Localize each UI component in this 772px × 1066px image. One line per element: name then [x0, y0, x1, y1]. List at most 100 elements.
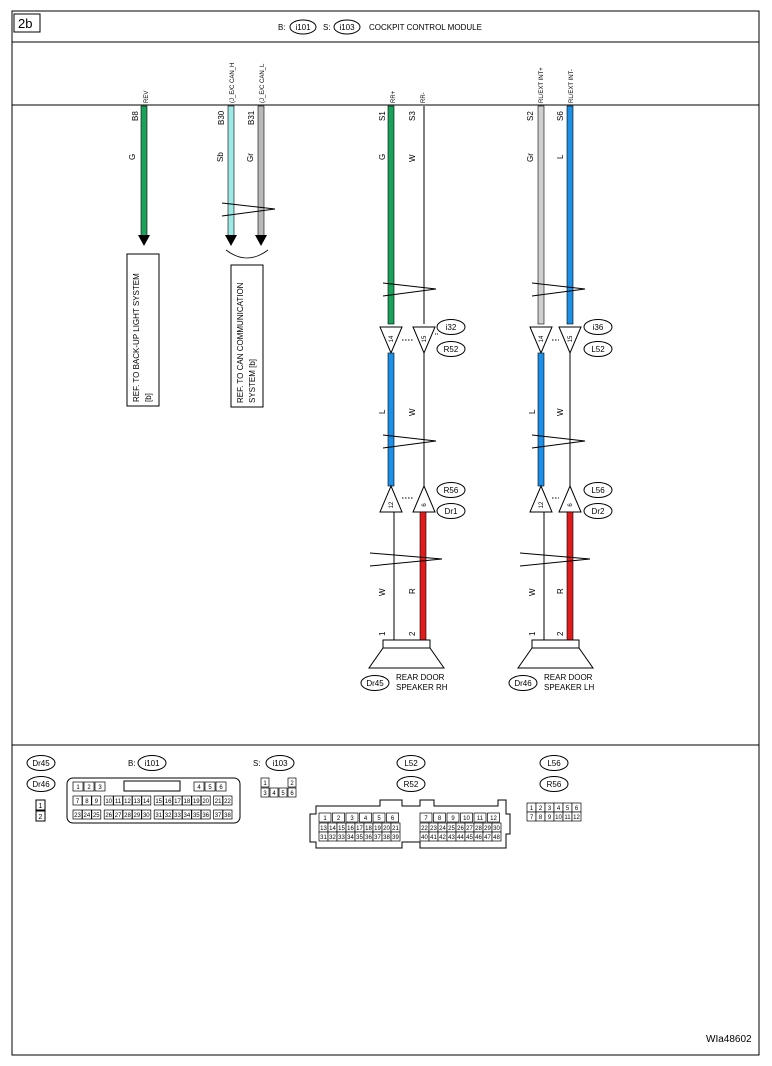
- b-pin-row3: 37: [215, 813, 222, 819]
- signal-rl-minus: RL/EXT INT-: [569, 69, 575, 103]
- sm-pin-row1: 2: [539, 806, 543, 812]
- color-s1: G: [378, 154, 387, 160]
- b-pin-row3: 26: [105, 813, 112, 819]
- b-pin-row2-cell: [132, 795, 142, 806]
- conn-big-b: R52: [404, 780, 419, 789]
- rh-spk-name-2: SPEAKER RH: [396, 683, 448, 692]
- b-pin-row1-cell: [204, 781, 216, 792]
- signal-rev: REV: [144, 91, 150, 103]
- big-r-pin-row1: 7: [424, 816, 428, 822]
- sm-pin-row1: 6: [575, 806, 579, 812]
- rh-mid-pin-1: 14: [389, 335, 395, 342]
- b-pin-row2-cell: [113, 795, 123, 806]
- conn-big-a-badge: [396, 755, 426, 771]
- rh-twist-1: [382, 282, 437, 297]
- lh-circuit: 14 15 i36 L52 L W 12 6 L56 Dr2 W R 1 2 D…: [508, 105, 613, 692]
- big-l-pin-row1: 6: [391, 816, 395, 822]
- big-r-pin-row1-cell: [473, 812, 487, 823]
- b-pin-row1-cell: [94, 781, 106, 792]
- b-pin-row2: 8: [85, 799, 89, 805]
- b-pin-row2: 22: [224, 799, 231, 805]
- s-pin-row2: 6: [290, 791, 294, 797]
- b-pin-row3-cell: [213, 809, 223, 820]
- big-l-pin-row3: 33: [338, 835, 345, 841]
- big-r-pin-row3: 41: [430, 835, 437, 841]
- s-pin-row2: 3: [263, 791, 267, 797]
- big-r-pin-row1-cell: [433, 812, 446, 823]
- big-l-pin-row1-cell: [345, 812, 359, 823]
- b-pin-row2: 10: [105, 799, 112, 805]
- lh-mid-conn-b: L52: [591, 345, 605, 354]
- lh-low-terminal-2: [558, 484, 582, 513]
- lh-mid-terminal-2: [558, 326, 582, 355]
- b-pin-row2: 9: [95, 799, 99, 805]
- big-l-pin-row3: 39: [392, 835, 399, 841]
- b-pin-row3-cell: [153, 809, 164, 820]
- s-pin-row2-cell: [287, 787, 297, 798]
- big-l-pin-row1-cell: [318, 812, 332, 823]
- b-pin-row1: 6: [219, 785, 223, 791]
- unit-name: COCKPIT CONTROL MODULE: [369, 23, 482, 32]
- lh-spk-pin-1: 1: [528, 631, 537, 636]
- lh-low-pin-1: 12: [539, 501, 545, 508]
- dr-pin-2: 2: [39, 814, 43, 821]
- wire-can-l: [255, 105, 267, 246]
- big-l-pin-row1-cell: [359, 812, 372, 823]
- big-r-pin-row2: 25: [448, 826, 455, 832]
- big-r-pin-row1-cell: [446, 812, 460, 823]
- big-l-pin-row2: 20: [383, 826, 390, 832]
- big-l-pin-row3: 35: [356, 835, 363, 841]
- pin-s1: S1: [378, 111, 387, 121]
- big-l-pin-row1-cell: [386, 812, 399, 823]
- big-r-pin-row2: 22: [421, 826, 428, 832]
- b-pin-row1-cell: [83, 781, 95, 792]
- b-pin-row2: 7: [76, 799, 80, 805]
- color-s2: Gr: [526, 153, 535, 162]
- big-r-pin-row3-cell: [491, 831, 502, 842]
- b-pin-row2: 20: [202, 799, 209, 805]
- big-r-pin-row1: 12: [490, 816, 497, 822]
- wire-can-h: [225, 105, 237, 246]
- lh-low-conn-b: Dr2: [592, 507, 605, 516]
- conn-b-badge: [137, 755, 167, 771]
- conn-sm-b-badge: [539, 776, 569, 792]
- sm-pin-row1: 1: [530, 806, 534, 812]
- big-l-pin-row3-cell: [390, 831, 401, 842]
- b-pin-row2-cell: [153, 795, 164, 806]
- conn-dr-a-badge: [26, 755, 56, 771]
- color-b8: G: [128, 154, 137, 160]
- conn-sm-a-badge: [539, 755, 569, 771]
- b-pin-row3: 27: [115, 813, 122, 819]
- big-l-pin-row2: 14: [329, 826, 336, 832]
- big-r-pin-row2: 27: [466, 826, 473, 832]
- b-pin-row3: 28: [124, 813, 131, 819]
- rh-mid-color-2: W: [408, 408, 417, 416]
- lh-spk-conn: Dr46: [514, 679, 532, 688]
- conn-big-a: L52: [404, 759, 418, 768]
- big-l-pin-row1: 3: [350, 816, 354, 822]
- big-l-pin-row1: 4: [364, 816, 368, 822]
- big-r-pin-row3: 40: [421, 835, 428, 841]
- b-pin-row3-cell: [113, 809, 123, 820]
- rh-low-terminal-1: [379, 484, 403, 513]
- lh-low-conn-b-badge: [583, 503, 613, 519]
- conn-b-key: [123, 780, 181, 792]
- rh-spk-conn-badge: [360, 675, 390, 691]
- b-pin-row3-cell: [222, 809, 233, 820]
- conn-s-conn: i103: [272, 759, 288, 768]
- signal-can-l: (J_E/C CAN_L: [260, 63, 266, 103]
- rh-mid-terminal-2: [412, 326, 436, 355]
- lh-mid-conn-a-badge: [583, 319, 613, 335]
- ref-can-text: REF. TO CAN COMMUNICATION: [236, 282, 245, 403]
- section-tag-box: [13, 13, 41, 33]
- b-pin-row2-cell: [141, 795, 152, 806]
- lh-spk-conn-badge: [508, 675, 538, 691]
- wire-rev-arrow: [138, 235, 150, 246]
- rh-mid-conn-a: i32: [446, 323, 457, 332]
- rh-mid-color-1: L: [378, 409, 387, 414]
- pin-s3: S3: [408, 111, 417, 121]
- lh-twist-3: [519, 552, 591, 567]
- rh-circuit: 14 15 i32 R52 L W 12 6 R56 Dr1 W R 1 2 D…: [360, 105, 466, 692]
